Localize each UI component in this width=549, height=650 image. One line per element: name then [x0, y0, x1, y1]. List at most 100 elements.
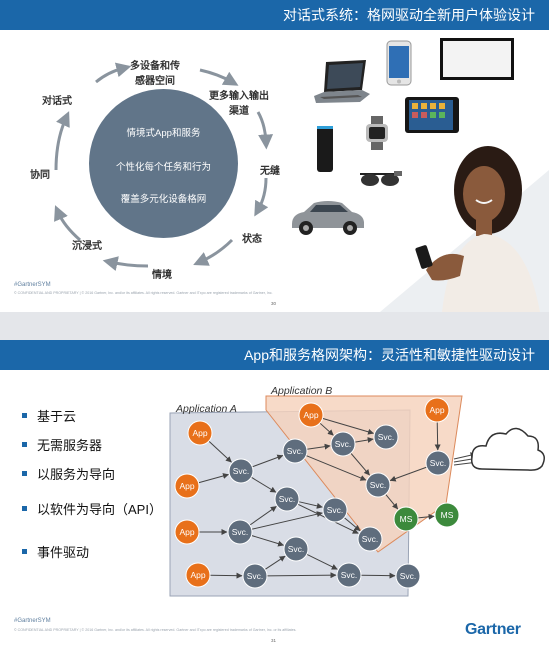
connection-arrow: [417, 513, 435, 520]
center-line-1: 情境式App和服务: [126, 128, 201, 139]
svc-node: Svc.: [357, 526, 383, 552]
cloud-icon: [470, 427, 545, 471]
car-icon: [292, 201, 364, 235]
slide-title: App和服务格网架构：灵活性和敏捷性驱动设计: [0, 340, 549, 370]
connection-arrow: [360, 572, 396, 579]
connection-arrow: [350, 452, 370, 476]
connection-arrow: [209, 572, 243, 579]
app-node: App: [187, 420, 213, 446]
app-node: App: [185, 562, 211, 588]
bullet-item: 事件驱动: [22, 542, 89, 561]
app-node: App: [298, 402, 324, 428]
svc-node-label: Svc.: [378, 432, 395, 442]
footer-note: © CONFIDENTIAL AND PROPRIETARY | © 2016 …: [14, 628, 297, 632]
slide-2: App和服务格网架构：灵活性和敏捷性驱动设计 基于云 无需服务器 以服务为导向 …: [0, 340, 549, 650]
connection-arrow: [250, 476, 277, 493]
svc-node: Svc.: [336, 562, 362, 588]
svc-node: Svc.: [365, 472, 391, 498]
cycle-item-immersive: 沉浸式: [72, 241, 102, 252]
slide-1: 对话式系统：格网驱动全新用户体验设计 多设备和传 感器空间 更多输入输出 渠道 …: [0, 0, 549, 312]
bullet-item: 以服务为导向: [22, 464, 115, 483]
cycle-item-state: 状态: [242, 234, 262, 245]
connection-arrow: [306, 443, 331, 450]
cycle-item-multidevice: 多设备和传 感器空间: [130, 61, 180, 87]
svc-node-label: Svc.: [247, 571, 264, 581]
cycle-item-conversational: 对话式: [42, 96, 72, 107]
tablet-icon: [405, 97, 459, 133]
ms-node: MS: [393, 506, 419, 532]
connection-arrow: [298, 501, 323, 509]
svc-node: Svc.: [330, 431, 356, 457]
cycle-item-collaborative: 协同: [30, 170, 50, 181]
cycle-item-seamless: 无缝: [260, 166, 280, 177]
app-node-label: App: [179, 527, 194, 537]
footer-note: © CONFIDENTIAL AND PROPRIETARY | © 2016 …: [14, 291, 273, 295]
connection-arrow: [198, 473, 229, 484]
svc-node-label: Svc.: [430, 458, 447, 468]
app-node: App: [174, 473, 200, 499]
smart-speaker-icon: [317, 126, 333, 172]
footer-hashtag: #GartnerSYM: [14, 282, 51, 288]
svc-node-label: Svc.: [370, 480, 387, 490]
svc-node: Svc.: [227, 519, 253, 545]
svc-node: Svc.: [283, 536, 309, 562]
ms-node: MS: [434, 502, 460, 528]
svc-node-label: Svc.: [279, 494, 296, 504]
connection-arrow: [385, 493, 399, 510]
laptop-icon: [314, 60, 370, 103]
tv-icon: [440, 38, 514, 80]
connection-arrow: [305, 455, 367, 481]
svc-node-label: Svc.: [327, 505, 344, 515]
smart-glasses-icon: [360, 171, 402, 186]
connection-arrow: [252, 454, 284, 468]
gartner-logo: Gartner: [465, 621, 521, 638]
center-circle: 情境式App和服务 个性化每个任务和行为 覆盖多元化设备格网: [89, 89, 238, 238]
svc-node-label: Svc.: [335, 439, 352, 449]
svc-node-label: Svc.: [362, 534, 379, 544]
svc-node-label: Svc.: [233, 466, 250, 476]
svc-node-label: Svc.: [341, 570, 358, 580]
svc-node-label: Svc.: [400, 571, 417, 581]
smartphone-icon: [386, 40, 412, 86]
connection-arrow: [208, 440, 232, 463]
bullet-item: 无需服务器: [22, 435, 102, 454]
app-node-label: App: [303, 410, 318, 420]
center-line-2: 个性化每个任务和行为: [115, 162, 211, 173]
slide-title: 对话式系统：格网驱动全新用户体验设计: [0, 0, 549, 30]
svc-node: Svc.: [395, 563, 421, 589]
connection-arrow: [389, 466, 427, 482]
svc-node: Svc.: [322, 497, 348, 523]
connection-arrow: [251, 535, 285, 547]
app-node-label: App: [179, 481, 194, 491]
svc-node: Svc.: [373, 424, 399, 450]
svc-node: Svc.: [242, 563, 268, 589]
connection-arrow: [251, 511, 323, 530]
app-node-label: App: [429, 405, 444, 415]
woman-with-phone-image: [380, 146, 549, 312]
connection-arrow: [434, 421, 441, 451]
footer-hashtag: #GartnerSYM: [14, 618, 51, 624]
application-b-label: Application B: [270, 385, 332, 397]
center-line-3: 覆盖多元化设备格网: [120, 194, 207, 205]
page-number: 30: [271, 301, 277, 306]
cycle-arrows: [54, 62, 274, 271]
connection-arrow: [249, 506, 277, 526]
connection-arrow: [322, 417, 375, 435]
svc-node: Svc.: [228, 458, 254, 484]
connection-arrow: [306, 553, 338, 570]
svc-node-label: Svc.: [287, 446, 304, 456]
app-node-label: App: [190, 570, 205, 580]
app-node-label: App: [192, 428, 207, 438]
ms-node-label: MS: [400, 514, 413, 524]
architecture-diagram: Application A Application B AppAppAppApp…: [169, 385, 545, 597]
smartwatch-icon: [366, 116, 388, 150]
page-number: 31: [271, 638, 277, 643]
svc-node: Svc.: [274, 486, 300, 512]
app-node: App: [424, 397, 450, 423]
connection-arrow: [354, 437, 374, 443]
connection-arrow: [266, 572, 337, 579]
svc-node: Svc.: [282, 438, 308, 464]
cycle-item-context: 情境: [152, 270, 172, 281]
bullet-item: 基于云: [22, 406, 76, 425]
application-a-label: Application A: [175, 403, 237, 415]
